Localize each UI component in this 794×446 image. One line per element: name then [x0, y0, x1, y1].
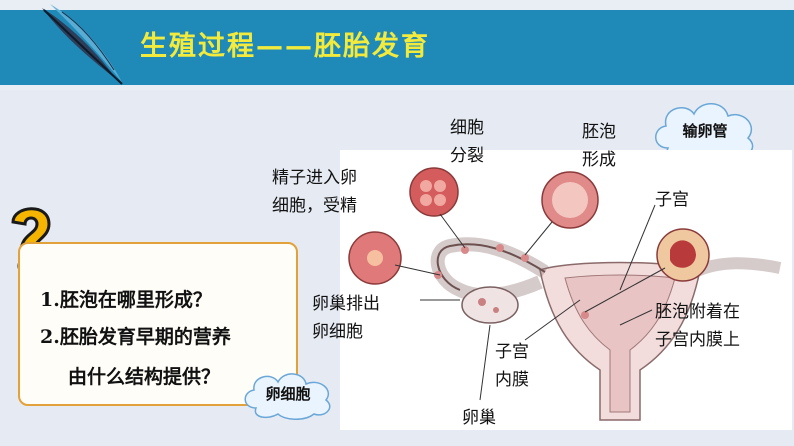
question-2-line2: 由什么结构提供？ — [68, 366, 221, 388]
label-endometrium-1: 子宫 — [495, 342, 529, 362]
label-sperm-enters-2: 细胞，受精 — [272, 196, 357, 216]
cloud-shape — [244, 373, 331, 420]
question-1: 1.胚泡在哪里形成？ — [40, 289, 212, 311]
cloud-oviduct-label: 输卵管 — [682, 122, 728, 140]
label-attachment-1: 胚泡附着在 — [655, 302, 740, 322]
label-cell-division-2: 分裂 — [450, 146, 484, 166]
label-attachment-2: 子宫内膜上 — [655, 330, 740, 350]
cloud-egg-cell: 卵细胞 — [238, 368, 338, 420]
label-ovulation-2: 卵细胞 — [312, 322, 363, 342]
label-blastocyst-forms-2: 形成 — [582, 150, 616, 170]
label-cell-division-1: 细胞 — [450, 118, 484, 138]
label-uterus: 子宫 — [655, 190, 689, 210]
cloud-egg-cell-label: 卵细胞 — [265, 385, 311, 403]
label-blastocyst-forms-1: 胚泡 — [582, 122, 616, 142]
header-bar: 生殖过程——胚胎发育 — [0, 0, 794, 90]
feather-icon — [42, 4, 123, 85]
label-endometrium-2: 内膜 — [495, 370, 529, 390]
header-band — [0, 10, 794, 85]
question-box — [18, 242, 298, 406]
label-ovary: 卵巢 — [462, 408, 496, 428]
label-ovulation-1: 卵巢排出 — [312, 294, 380, 314]
page-title: 生殖过程——胚胎发育 — [140, 31, 430, 62]
question-2-line1: 2.胚胎发育早期的营养 — [40, 326, 231, 348]
label-sperm-enters-1: 精子进入卵 — [272, 168, 357, 188]
reproductive-system-illustration — [340, 150, 792, 430]
